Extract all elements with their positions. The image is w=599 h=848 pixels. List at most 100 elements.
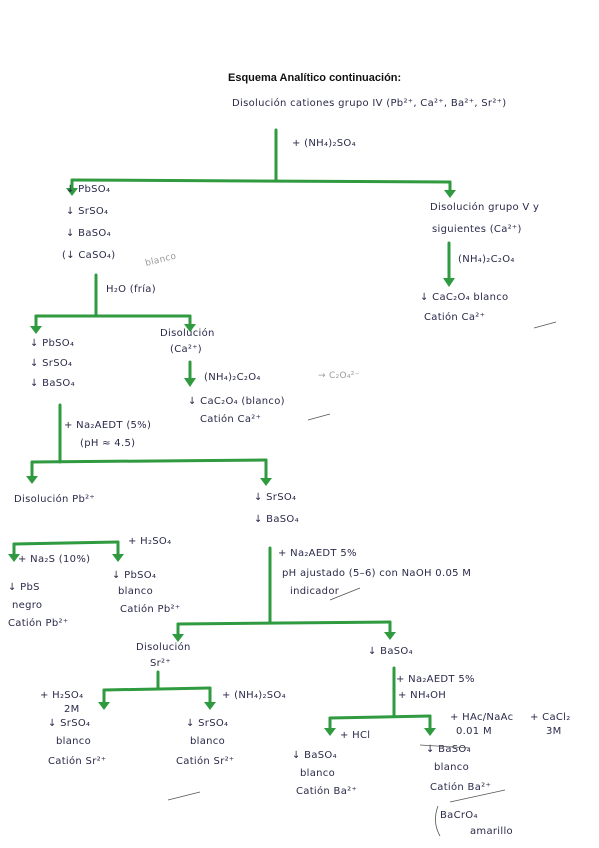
pb-reagent-a: + Na₂S (10%) (18, 554, 90, 565)
reagent-2-label: H₂O (fría) (106, 283, 156, 295)
sr-result-b-line: blanco (190, 736, 225, 747)
page-title: Esquema Analítico continuación: (228, 72, 402, 84)
sr-result-a-line: Catión Sr²⁺ (48, 755, 107, 767)
sr-reagent-a: 2M (64, 704, 80, 715)
ba-result-b-line: blanco (434, 762, 469, 773)
connector-level3-bar (30, 458, 268, 464)
arrowhead-sr-right (204, 702, 216, 710)
arrowhead-pb-right (112, 554, 124, 562)
ba-result-a-line: blanco (300, 768, 335, 779)
left1-item: ↓ BaSO₄ (66, 228, 111, 239)
ca-result-line: ↓ CaC₂O₄ blanco (420, 292, 508, 303)
ba-result-b-line: Catión Ba²⁺ (430, 781, 491, 793)
right4-label: ↓ BaSO₄ (368, 646, 413, 657)
reagent-4-line: + Na₂AEDT 5% (278, 548, 357, 559)
arrowhead-left3 (26, 476, 38, 484)
ba-reagent-b: + HAc/NaAc (450, 712, 513, 723)
right2-line: (Ca²⁺) (170, 344, 202, 355)
pen-squiggle (449, 789, 506, 803)
reagent-3-line: + Na₂AEDT (5%) (64, 420, 151, 431)
ca-result-line: Catión Ca²⁺ (424, 311, 485, 323)
arrowhead-right4 (384, 632, 396, 640)
ba-reagent-c: + CaCl₂ (530, 712, 571, 723)
ca2-result-line: Catión Ca²⁺ (200, 413, 261, 425)
pb-result-a-line: ↓ PbS (8, 582, 40, 593)
connector-level4-bar (176, 620, 392, 626)
reagent-ca-label: (NH₄)₂C₂O₄ (458, 254, 515, 265)
sr-reagent-b: + (NH₄)₂SO₄ (222, 690, 286, 701)
left2-item: ↓ PbSO₄ (30, 338, 74, 349)
reagent-ca2-label: (NH₄)₂C₂O₄ (204, 372, 261, 383)
ba-note-line: amarillo (470, 826, 513, 837)
left1-item: (↓ CaSO₄) (62, 250, 115, 261)
arrowhead-right1 (444, 190, 456, 198)
ca2-result-line: ↓ CaC₂O₄ (blanco) (188, 396, 285, 407)
ba-reagent-a: + HCl (340, 730, 370, 741)
ba-result-a-line: Catión Ba²⁺ (296, 785, 357, 797)
arrowhead-ba-left (324, 728, 336, 736)
arrowhead-left1 (66, 188, 78, 196)
right3-item: ↓ BaSO₄ (254, 514, 299, 525)
sr-result-b-line: Catión Sr²⁺ (176, 755, 235, 767)
reagent-5-line: + NH₄OH (398, 690, 446, 701)
arrowhead-pb-left (8, 554, 20, 562)
sr-result-a-line: ↓ SrSO₄ (48, 718, 90, 729)
reagent-1-label: + (NH₄)₂SO₄ (292, 138, 356, 149)
ba-result-a-line: ↓ BaSO₄ (292, 750, 337, 761)
left3-label: Disolución Pb²⁺ (14, 493, 95, 505)
right3-item: ↓ SrSO₄ (254, 492, 296, 503)
left4-line: Sr²⁺ (150, 658, 171, 669)
arrowhead-ba-right (424, 728, 436, 736)
left1-item: ↓ SrSO₄ (66, 206, 108, 217)
arrowhead-ca2 (184, 378, 196, 387)
left2-item: ↓ BaSO₄ (30, 378, 75, 389)
reagent-4-line: indicador (290, 586, 340, 597)
ba-note-line: BaCrO₄ (440, 810, 478, 821)
arrowhead-left2 (30, 326, 42, 334)
labels: Disolución cationes grupo IV (Pb²⁺, Ca²⁺… (8, 97, 571, 837)
pen-marks (167, 321, 557, 837)
left1-note: blanco (144, 251, 177, 268)
pen-squiggle (307, 413, 331, 421)
reagent-3-line: (pH ≈ 4.5) (80, 438, 135, 449)
sr-reagent-a: + H₂SO₄ (40, 690, 83, 701)
sr-result-a-line: blanco (56, 736, 91, 747)
ba-reagent-b: 0.01 M (456, 726, 492, 737)
pb-reagent-b: + H₂SO₄ (128, 536, 171, 547)
bracket-mark (435, 805, 441, 837)
pen-squiggle (533, 321, 557, 329)
left2-item: ↓ SrSO₄ (30, 358, 72, 369)
arrowhead-left4 (172, 634, 184, 642)
pb-result-a-line: negro (12, 600, 42, 611)
arrowhead-ca (443, 278, 455, 287)
sr-result-b-line: ↓ SrSO₄ (186, 718, 228, 729)
strike-line (419, 744, 471, 749)
right1-line: Disolución grupo V y (430, 201, 539, 213)
connectors (8, 128, 456, 736)
start-label: Disolución cationes grupo IV (Pb²⁺, Ca²⁺… (232, 97, 506, 109)
connector-pb-bar (12, 540, 120, 546)
pb-result-a-line: Catión Pb²⁺ (8, 617, 68, 629)
ba-reagent-c: 3M (546, 726, 562, 737)
right2-line: Disolución (160, 327, 215, 339)
connector-level1-bar (70, 178, 452, 184)
reagent-ca2-side: → C₂O₄²⁻ (318, 371, 360, 381)
arrowhead-sr-left (98, 702, 110, 710)
pen-squiggle (167, 791, 201, 801)
pb-result-b-line: Catión Pb²⁺ (120, 603, 180, 615)
arrowhead-right2 (184, 324, 196, 332)
left1-item: ↓ PbSO₄ (66, 184, 110, 195)
reagent-5-line: + Na₂AEDT 5% (396, 674, 475, 685)
connector-sr-bar (102, 686, 212, 692)
arrowhead-right3 (260, 478, 272, 486)
ba-result-b-line: ↓ BaSO₄ (426, 744, 471, 755)
right1-line: siguientes (Ca²⁺) (432, 224, 522, 235)
pb-result-b-line: blanco (118, 586, 153, 597)
reagent-4-line: pH ajustado (5–6) con NaOH 0.05 M (282, 568, 471, 579)
pen-squiggle (329, 587, 361, 601)
connector-ba-bar (328, 714, 432, 720)
left4-line: Disolución (136, 641, 191, 653)
pb-result-b-line: ↓ PbSO₄ (112, 570, 156, 581)
